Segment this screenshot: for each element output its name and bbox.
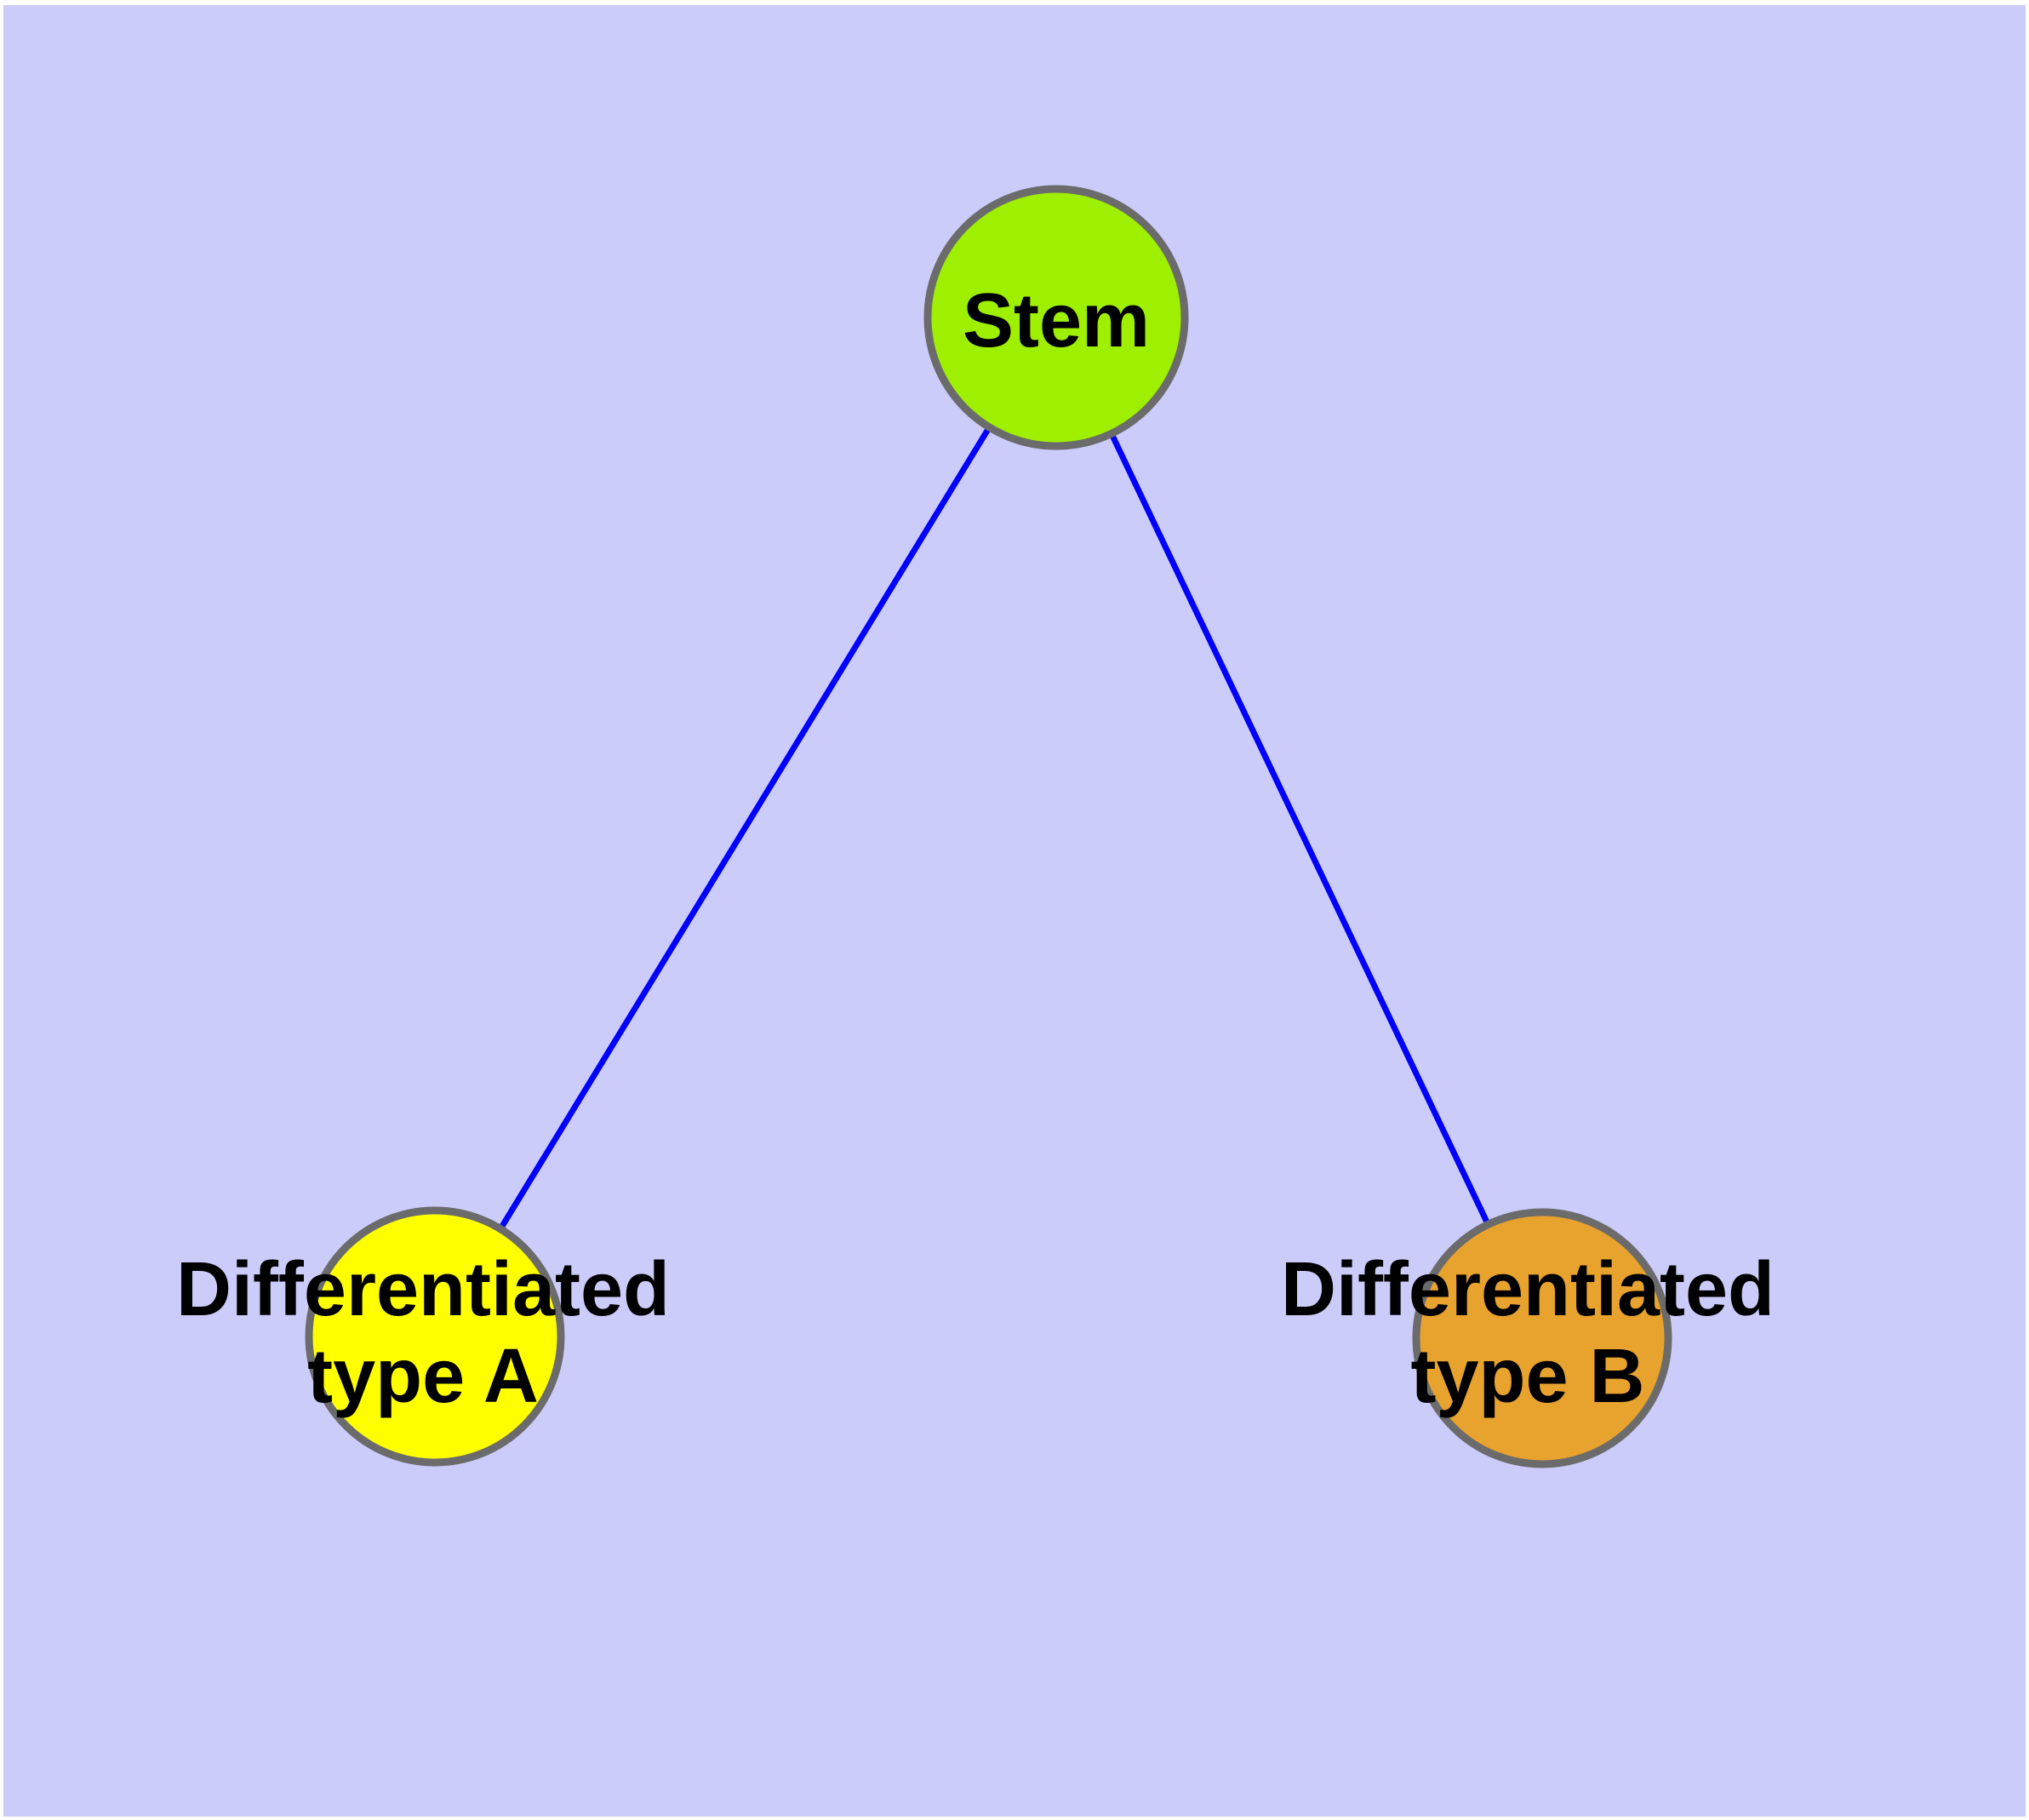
edge-layer bbox=[432, 316, 1546, 1340]
label-layer: Stem Differentiated type A Differentiate… bbox=[176, 278, 1775, 1419]
node-layer bbox=[305, 185, 1672, 1468]
node-differentiated-type-a-label-line1: Differentiated bbox=[176, 1247, 670, 1332]
node-differentiated-type-b-label-line2: type B bbox=[1410, 1334, 1644, 1419]
edge-stem-to-differentiated-type-b[interactable] bbox=[1053, 316, 1546, 1340]
node-differentiated-type-b-circle[interactable] bbox=[1412, 1208, 1672, 1468]
node-differentiated-type-a-circle[interactable] bbox=[305, 1206, 565, 1467]
node-differentiated-type-b-label-line1: Differentiated bbox=[1281, 1247, 1775, 1332]
node-stem-circle[interactable] bbox=[923, 185, 1189, 450]
node-differentiated-type-a-label-line2: type A bbox=[307, 1334, 539, 1419]
node-stem-label: Stem bbox=[963, 278, 1150, 363]
edge-stem-to-differentiated-type-a[interactable] bbox=[432, 316, 1059, 1338]
